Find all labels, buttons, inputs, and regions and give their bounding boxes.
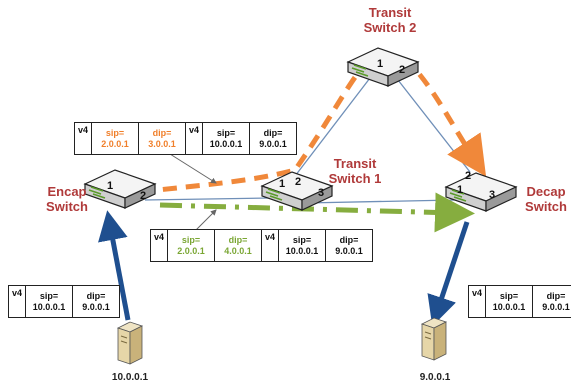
orange-path	[139, 54, 487, 195]
transit-switch-2-label: Transit Switch 2	[363, 5, 417, 35]
packet-dip: dip= 9.0.0.1	[82, 290, 110, 312]
inner-sip: sip= 10.0.0.1	[203, 123, 251, 154]
packet-sip: sip= 10.0.0.1	[486, 286, 534, 317]
outer-dip: dip= 4.0.0.1	[215, 230, 263, 261]
packet-encap-orange: v4 sip= 2.0.0.1 dip= 3.0.0.1 v4 sip= 10.…	[74, 122, 298, 155]
encap-port-2: 2	[140, 190, 147, 202]
packet-source: v4 sip= 10.0.0.1 dip= 9.0.0.1	[8, 285, 121, 318]
transit1-port-1: 1	[279, 178, 286, 190]
inner-dip: dip= 9.0.0.1	[335, 234, 363, 256]
link-transit1-transit2	[291, 77, 371, 181]
transit1-port-3: 3	[318, 187, 325, 199]
pointer-green-packet	[195, 209, 217, 231]
source-uplink-arrow	[98, 210, 131, 321]
packet-version: v4	[9, 286, 27, 317]
outer-version: v4	[75, 123, 93, 154]
inner-version: v4	[186, 123, 204, 154]
packet-version: v4	[469, 286, 487, 317]
encap-switch	[84, 169, 156, 209]
packet-sip: sip= 10.0.0.1	[26, 286, 74, 317]
transit-switch-1-label: Transit Switch 1	[328, 156, 382, 186]
packet-dest: v4 sip= 10.0.0.1 dip= 9.0.0.1	[468, 285, 571, 318]
packet-dip: dip= 9.0.0.1	[542, 290, 570, 312]
decap-port-3: 3	[489, 189, 496, 201]
transit1-port-2: 2	[295, 176, 302, 188]
pointer-orange-packet	[169, 153, 217, 184]
outer-sip: sip= 2.0.0.1	[92, 123, 140, 154]
encap-port-1: 1	[107, 180, 114, 192]
link-transit1-decap	[304, 199, 456, 204]
dest-host-icon	[420, 317, 448, 361]
link-encap-transit1	[144, 197, 273, 201]
dest-host-ip: 9.0.0.1	[419, 372, 451, 383]
inner-version: v4	[262, 230, 280, 261]
packet-encap-green: v4 sip= 2.0.0.1 dip= 4.0.0.1 v4 sip= 10.…	[150, 229, 374, 262]
outer-version: v4	[151, 230, 169, 261]
decap-port-1: 1	[457, 184, 464, 196]
transit2-port-1: 1	[377, 58, 384, 70]
transit2-port-2: 2	[399, 64, 406, 76]
decap-port-2: 2	[465, 170, 472, 182]
green-path	[159, 192, 475, 233]
outer-dip: dip= 3.0.0.1	[139, 123, 187, 154]
inner-dip: dip= 9.0.0.1	[259, 127, 287, 149]
decap-switch-label: Decap Switch	[525, 184, 567, 214]
inner-sip: sip= 10.0.0.1	[279, 230, 327, 261]
dest-downlink-arrow	[427, 221, 470, 327]
outer-sip: sip= 2.0.0.1	[168, 230, 216, 261]
encap-switch-label: Encap Switch	[46, 184, 88, 214]
source-host-icon	[116, 321, 144, 365]
source-host-ip: 10.0.0.1	[111, 372, 149, 383]
